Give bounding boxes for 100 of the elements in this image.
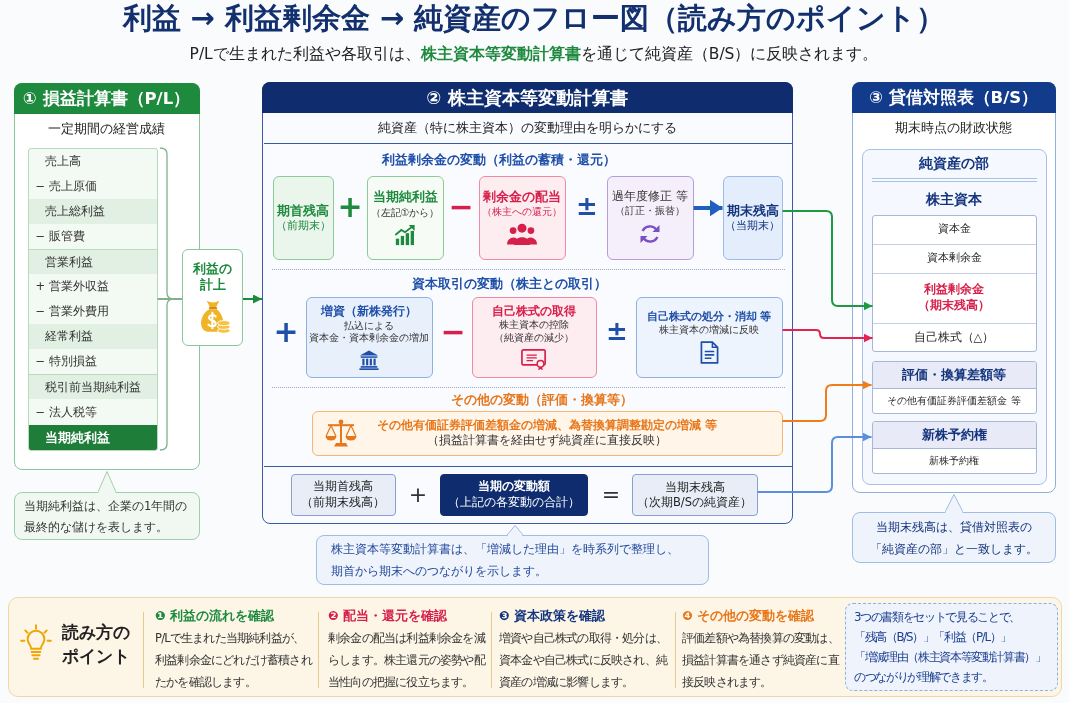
list-row: 経常利益 bbox=[28, 324, 157, 350]
callout-text: 当期末残高は、貸借対照表の「純資産の部」と一致します。 bbox=[869, 519, 1039, 558]
box-title: 利益の計上 bbox=[192, 260, 233, 294]
list-row: 売上総利益 bbox=[28, 198, 157, 224]
tip-text: P/Lで生まれた当期純利益が、利益剰余金にどれだけ蓄積されたかを確認します。 bbox=[155, 630, 313, 691]
diagram-title: 利益 → 利益剰余金 → 純資産のフロー図（読み方のポイント） bbox=[122, 0, 946, 38]
summary-box bbox=[290, 473, 396, 516]
box-note: （純資産の減少） bbox=[494, 331, 574, 344]
process-box bbox=[305, 296, 433, 378]
box-note: （損益計算書を経由せず純資産に直接反映） bbox=[427, 432, 667, 448]
process-box bbox=[366, 175, 444, 260]
tip-text: 増資や自己株式の取得・処分は、資本金や自己株式に反映され、純資産の増減に影響します。 bbox=[499, 630, 668, 691]
panel-header: ① 損益計算書（P/L） bbox=[13, 82, 200, 114]
panel-subtitle: 純資産（特に株主資本）の変動理由を明らかにする bbox=[377, 119, 677, 136]
list-row: 税引前当期純利益 bbox=[28, 374, 157, 400]
operator-sign: + bbox=[337, 189, 363, 225]
box-title: 自己株式の処分・消却 等 bbox=[646, 309, 772, 324]
box-title: 期末残高 bbox=[726, 202, 779, 219]
list-row-text: − 特別損益 bbox=[35, 353, 97, 371]
box-note: （訂正・振替） bbox=[615, 204, 685, 218]
table-header: 新株予約権 bbox=[872, 421, 1036, 449]
table-box bbox=[871, 360, 1037, 414]
arrow bbox=[693, 201, 723, 215]
operator-sign: + bbox=[273, 314, 299, 350]
connector-arrow bbox=[781, 210, 874, 311]
box-note: 株主資本の控除 bbox=[499, 319, 569, 332]
list-row-text: − 売上原価 bbox=[35, 177, 97, 195]
panel-subtitle: 期末時点の財政状態 bbox=[895, 119, 1012, 136]
note-box bbox=[845, 603, 1058, 691]
list-row-text: 売上高 bbox=[44, 152, 81, 170]
box-title: 過年度修正 等 bbox=[612, 188, 688, 205]
process-box bbox=[182, 249, 243, 346]
cell-text: 利益剰余金 bbox=[924, 282, 984, 298]
panel-subtitle: 一定期間の経営成績 bbox=[48, 120, 165, 137]
box-title: 当期末残高 bbox=[664, 479, 725, 495]
cell-text: 資本剰余金 bbox=[926, 251, 982, 266]
process-box bbox=[478, 175, 566, 260]
box-title: 増資（新株発行） bbox=[321, 304, 417, 320]
callout-text: 株主資本等変動計算書は、「増減した理由」を時系列で整理し、期首から期末へのつながりを示します。 bbox=[331, 541, 680, 580]
section-heading: その他の変動（評価・換算等） bbox=[450, 391, 633, 408]
box-note: （次期B/Sの純資産） bbox=[636, 494, 753, 510]
cell-text: その他有価証券評価差額金 等 bbox=[886, 393, 1022, 408]
note-text: 3つの書類をセットで見ることで、「残高（B/S）」「利益（P/L）」「増減理由（株主資本等変動計算書）」のつながりが理解できます。 bbox=[854, 609, 1047, 686]
box-note: （上記の各変動の合計） bbox=[447, 494, 580, 511]
box-title: 当期純利益 bbox=[372, 189, 438, 206]
operator-sign: − bbox=[440, 314, 466, 350]
process-box bbox=[311, 410, 783, 456]
statement-panel bbox=[262, 82, 793, 524]
connector-arrow bbox=[781, 380, 873, 422]
operator-sign: + bbox=[408, 481, 428, 509]
connector-arrow bbox=[781, 329, 874, 343]
box-note: （左記①から） bbox=[370, 205, 440, 219]
tip-title: ❷ 配当・還元を確認 bbox=[328, 607, 447, 625]
box-note: 資本金・資本剰余金の増加 bbox=[309, 332, 429, 345]
connector-arrow bbox=[242, 294, 263, 304]
cell-text: 資本金 bbox=[937, 222, 971, 237]
summary-box bbox=[631, 473, 758, 516]
tips-heading: 読み方のポイント bbox=[62, 621, 131, 668]
box-title: その他有価証券評価差額金の増減、為替換算調整勘定の増減 等 bbox=[377, 418, 717, 433]
connector-line bbox=[156, 298, 183, 300]
statement-list bbox=[27, 147, 158, 451]
list-row-text: + 営業外収益 bbox=[35, 278, 109, 295]
tip-text: 剰余金の配当は利益剰余金を減らします。株主還元の姿勢や配当性向の把握に役立ちます。 bbox=[328, 630, 485, 691]
callout-box bbox=[316, 535, 709, 585]
operator-sign: = bbox=[601, 481, 621, 509]
box-title: 剰余金の配当 bbox=[483, 189, 561, 206]
process-box bbox=[272, 175, 334, 260]
connector-arrow bbox=[756, 432, 873, 493]
section-box bbox=[861, 148, 1047, 485]
cell-text: 新株予約権 bbox=[928, 453, 980, 468]
tips-panel bbox=[8, 597, 1062, 697]
table-header: 評価・換算差額等 bbox=[872, 361, 1036, 389]
process-box bbox=[635, 296, 783, 378]
box-title: 自己株式の取得 bbox=[492, 303, 576, 319]
callout-text: 当期純利益は、企業の1年間の最終的な儲けを表します。 bbox=[24, 498, 189, 536]
cell-text: （期末残高） bbox=[918, 298, 990, 314]
operator-sign: − bbox=[448, 189, 474, 225]
box-title: 期首残高 bbox=[277, 202, 329, 219]
box-title: 当期の変動額 bbox=[477, 478, 550, 495]
process-box bbox=[606, 175, 694, 260]
summary-box bbox=[439, 473, 588, 516]
section-heading: 利益剰余金の変動（利益の蓄積・還元） bbox=[381, 151, 616, 168]
tip-title: ❶ 利益の流れを確認 bbox=[155, 607, 274, 625]
box-title: 当期首残高 bbox=[313, 478, 373, 495]
list-row-text: − 営業外費用 bbox=[35, 303, 109, 321]
box-note: 払込による bbox=[344, 319, 394, 333]
table-heading: 株主資本 bbox=[926, 190, 982, 209]
box-note: 株主資本の増減に反映 bbox=[659, 323, 759, 337]
process-box bbox=[471, 296, 597, 378]
list-row: 営業利益 bbox=[28, 248, 157, 274]
band-label: 当期純利益 bbox=[44, 428, 110, 447]
callout-box bbox=[852, 512, 1056, 563]
box-note: （前期末） bbox=[275, 218, 331, 233]
statement-panel bbox=[852, 82, 1056, 493]
highlight-band bbox=[28, 424, 157, 450]
box-note: （当期末） bbox=[725, 218, 780, 233]
panel-header: ② 株主資本等変動計算書 bbox=[261, 81, 793, 113]
list-row-text: − 販管費 bbox=[35, 227, 85, 245]
tip-text: 評価差額や為替換算の変動は、損益計算書を通さず純資産に直接反映されます。 bbox=[682, 630, 839, 691]
table-box bbox=[871, 420, 1037, 474]
